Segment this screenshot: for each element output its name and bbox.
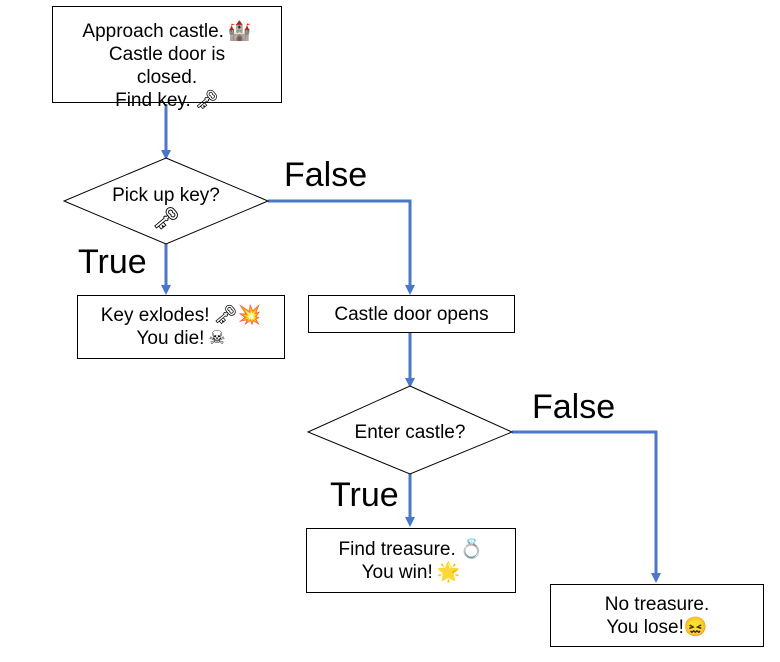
lose-line-2: You lose! xyxy=(606,616,684,638)
connector-enter-false xyxy=(512,430,661,583)
explode-node-text: Key exlodes!🗝💥 You die!☠ xyxy=(77,295,285,359)
edge-label-enter-false: False xyxy=(532,388,616,426)
decision-enter-castle-label: Enter castle? xyxy=(354,421,466,443)
star-icon: 🌟 xyxy=(436,561,461,583)
door-open-node-box xyxy=(308,295,515,333)
win-node-text: Find treasure.💍 You win!🌟 xyxy=(306,528,516,593)
start-node-text: Approach castle.🏰 Castle door is closed.… xyxy=(40,12,294,120)
edge-label-enter-true: True xyxy=(330,476,399,514)
decision-enter-castle-text: Enter castle? xyxy=(320,418,500,446)
key-icon: 🗝 xyxy=(152,206,180,231)
ring-icon: 💍 xyxy=(459,538,484,560)
decision-pickup-key-label: Pick up key? xyxy=(112,185,220,206)
start-line-1: Approach castle. xyxy=(82,21,224,42)
win-line-2: You win! xyxy=(361,561,433,583)
key-explosion-icon: 🗝💥 xyxy=(213,305,262,326)
connector-pickup-false xyxy=(268,199,415,295)
castle-icon: 🏰 xyxy=(227,21,252,42)
door-open-label: Castle door opens xyxy=(334,303,489,325)
decision-pickup-key-text: Pick up key? 🗝 xyxy=(86,178,246,236)
win-node-box xyxy=(306,528,516,593)
skull-icon: ☠ xyxy=(208,328,226,349)
lose-node-text: No treasure. You lose!😖 xyxy=(550,584,764,647)
lose-node-box xyxy=(550,584,764,647)
edge-label-pickup-false: False xyxy=(284,156,368,194)
start-node-box xyxy=(52,6,282,103)
win-line-1: Find treasure. xyxy=(338,538,456,560)
key-icon: 🗝 xyxy=(194,90,219,111)
explode-line-2: You die! xyxy=(136,328,205,349)
explode-node-box xyxy=(77,295,285,359)
edge-label-pickup-true: True xyxy=(78,243,147,281)
lose-line-1: No treasure. xyxy=(604,593,710,615)
start-line-2: Castle door is xyxy=(108,44,226,65)
confounded-face-icon: 😖 xyxy=(683,616,708,638)
start-line-3: closed. xyxy=(136,67,198,88)
decision-pickup-key-shape xyxy=(62,157,270,245)
door-open-node-text: Castle door opens xyxy=(308,295,515,333)
decision-enter-castle-shape xyxy=(306,385,514,475)
explode-line-1: Key exlodes! xyxy=(100,305,210,326)
start-line-4: Find key. xyxy=(115,90,191,111)
